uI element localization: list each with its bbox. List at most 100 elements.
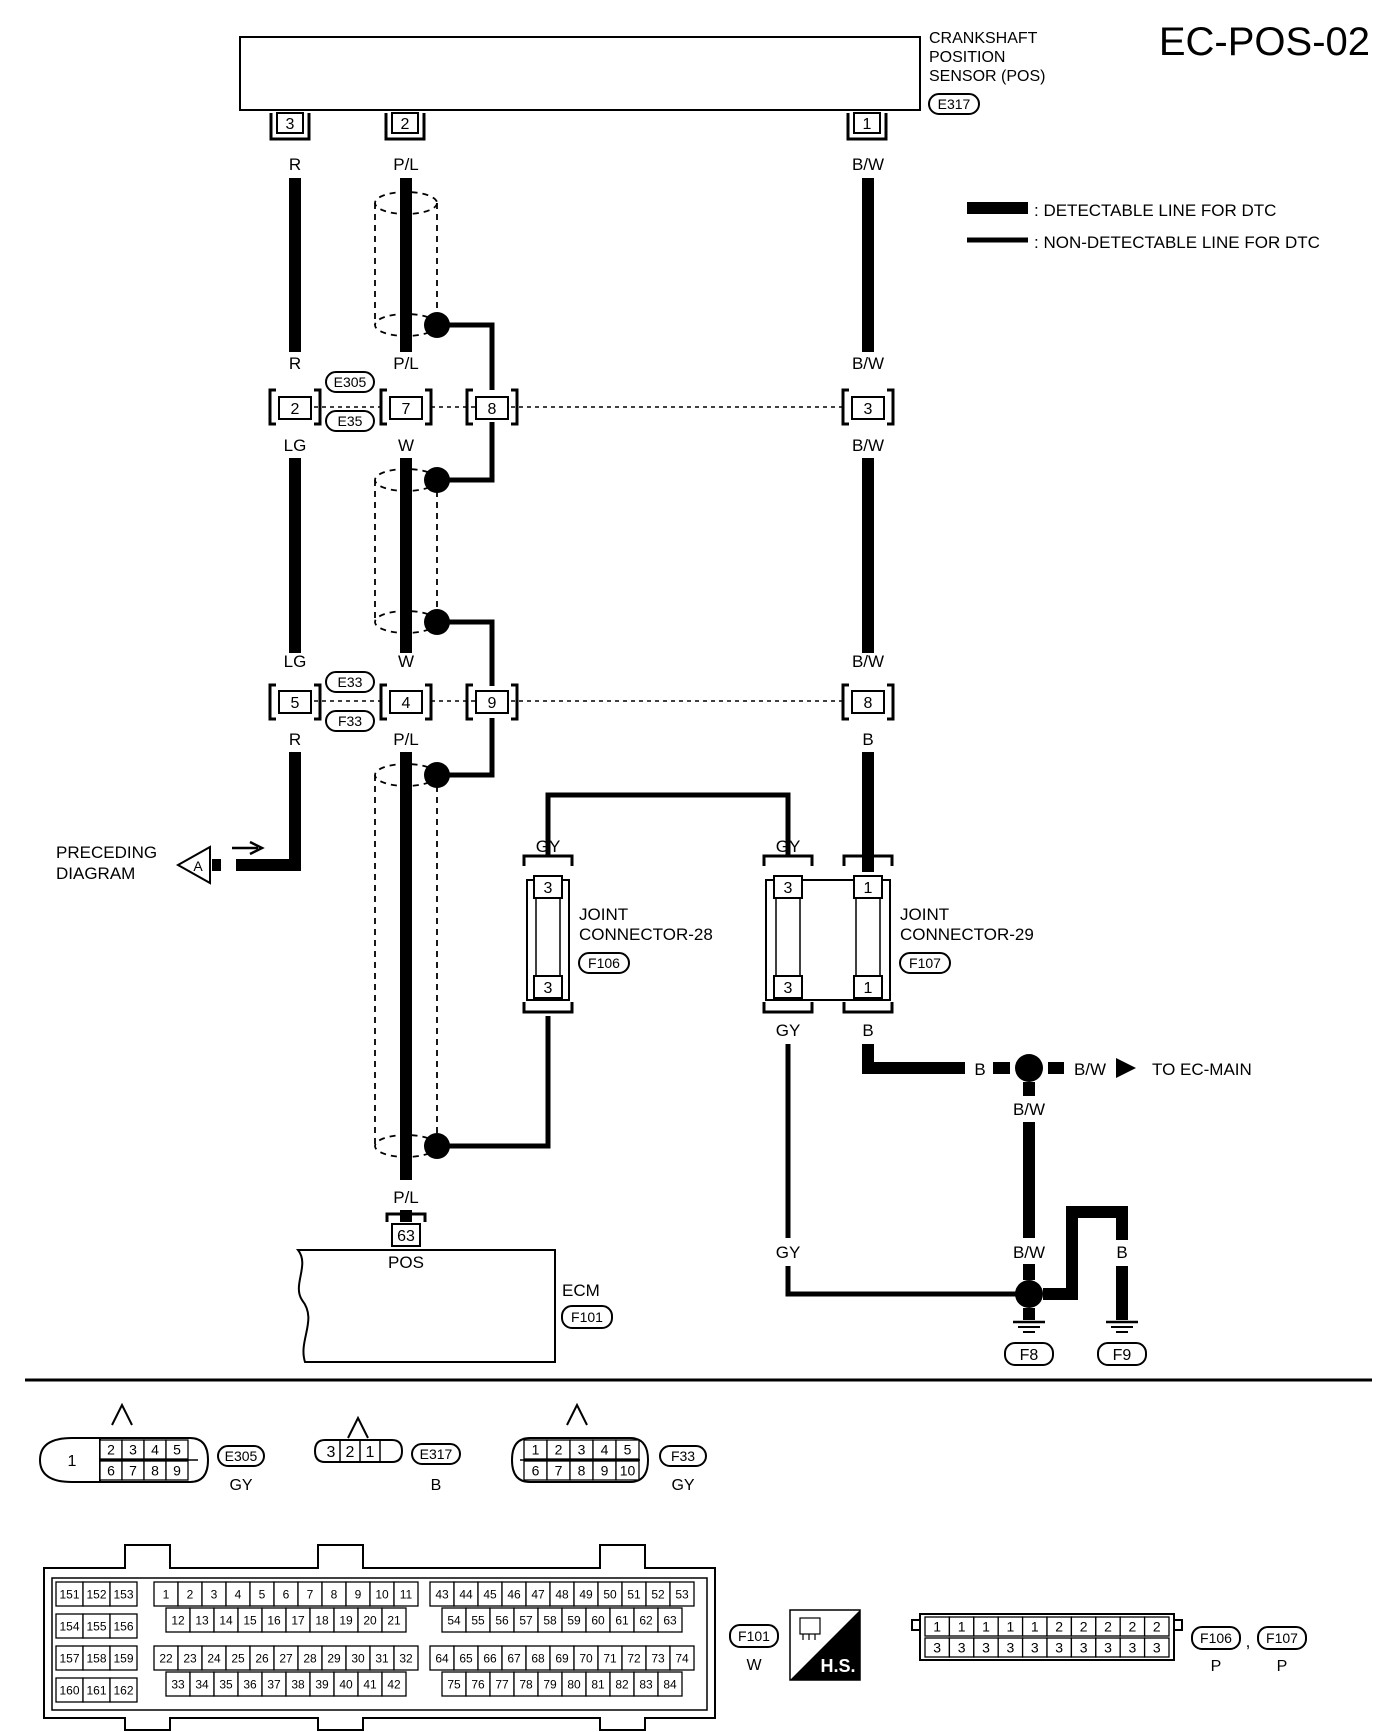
f101-pin-label-cell xyxy=(561,1607,587,1633)
svg-text:LG: LG xyxy=(284,652,307,671)
f101-pin-label-cell xyxy=(309,1607,335,1633)
arrow-icon xyxy=(232,840,265,856)
svg-text:GY: GY xyxy=(536,837,561,856)
f106-pin-label: 2 xyxy=(1104,1619,1112,1635)
f101-pin-label: 154 xyxy=(59,1619,79,1633)
f101-pin-label-cell xyxy=(645,1645,671,1671)
f101-pin-label: 152 xyxy=(86,1587,106,1601)
svg-text:,: , xyxy=(1246,1632,1251,1651)
f101-pin-label: 40 xyxy=(339,1677,353,1691)
f101-pin-label-cell xyxy=(657,1671,683,1697)
ground-circuit: B B B/W TO EC-MAIN B/W B/W B B F8 xyxy=(862,1021,1252,1366)
f101-pin-label: 76 xyxy=(471,1677,485,1691)
f101-pin-label: 69 xyxy=(555,1651,569,1665)
f101-pin-label-cell xyxy=(429,1645,455,1671)
f101-pin-label-cell xyxy=(82,1677,111,1703)
j1-pin-3: 3 xyxy=(841,388,895,426)
f101-pin-label-cell xyxy=(82,1581,111,1607)
f101-pin-label: 54 xyxy=(447,1613,461,1627)
j1-pin-2: 2 xyxy=(268,388,322,426)
f106-pin-label: 2 xyxy=(1153,1619,1161,1635)
sensor-body xyxy=(239,36,921,111)
f101-pin-label: 51 xyxy=(627,1587,641,1601)
preceding-diagram-ref: PRECEDING DIAGRAM A R xyxy=(56,840,265,885)
svg-text:3: 3 xyxy=(544,880,553,897)
f101-pin-label: 22 xyxy=(159,1651,173,1665)
f101-pin-label: 161 xyxy=(86,1683,106,1697)
svg-text:GY: GY xyxy=(229,1477,252,1494)
f101-pin-label-cell xyxy=(82,1645,111,1671)
f101-pin-label: 73 xyxy=(651,1651,665,1665)
f33-pin-label: 5 xyxy=(624,1442,632,1458)
svg-text:ECM: ECM xyxy=(562,1281,600,1300)
f101-pin-label: 74 xyxy=(675,1651,689,1665)
f101-pin-label: 75 xyxy=(447,1677,461,1691)
f101-pin-label: 24 xyxy=(207,1651,221,1665)
svg-text:GY: GY xyxy=(776,1021,801,1040)
f101-pin-label: 17 xyxy=(291,1613,305,1627)
e305-pin-label-cell xyxy=(165,1460,189,1481)
f101-pin-label-cell xyxy=(585,1607,611,1633)
svg-text:4: 4 xyxy=(402,695,411,712)
svg-text:E317: E317 xyxy=(420,1446,453,1462)
svg-text:B: B xyxy=(974,1060,985,1079)
legend-detectable: : DETECTABLE LINE FOR DTC xyxy=(1034,201,1276,220)
sensor-connector-oval xyxy=(928,93,980,115)
f33-pin-label: 3 xyxy=(578,1442,586,1458)
f101-pin-label: 48 xyxy=(555,1587,569,1601)
svg-text:B: B xyxy=(862,1021,873,1040)
f101-pin-label-cell xyxy=(597,1581,623,1607)
f101-pin-label: 12 xyxy=(171,1613,185,1627)
f101-pin-label: 47 xyxy=(531,1587,545,1601)
f106-pin-label: 3 xyxy=(1007,1640,1015,1656)
svg-text:63: 63 xyxy=(397,1228,415,1245)
svg-text:3: 3 xyxy=(864,401,873,418)
f101-pin-label: 14 xyxy=(219,1613,233,1627)
j1-pin-7: 7 xyxy=(379,388,433,426)
f101-pin-label: 2 xyxy=(187,1587,194,1601)
f101-pin-label: 9 xyxy=(355,1587,362,1601)
f101-pin-label: 11 xyxy=(400,1587,413,1601)
e305-pin-label: 7 xyxy=(129,1463,137,1479)
svg-text:GY: GY xyxy=(671,1477,694,1494)
junction-e33-f33: 5 4 9 8 E33 F33 xyxy=(268,671,895,732)
f101-pin-label: 43 xyxy=(435,1587,449,1601)
f101-pin-label: 56 xyxy=(495,1613,509,1627)
sensor-name-line2: POSITION xyxy=(929,49,1005,66)
f101-pin-label: 35 xyxy=(219,1677,233,1691)
f101-pin-label: 20 xyxy=(363,1613,377,1627)
j1-pin-8: 8 xyxy=(465,388,519,426)
f101-pin-label-cell xyxy=(429,1581,455,1607)
connector-f33-label xyxy=(325,710,375,732)
f101-pin-label: 10 xyxy=(375,1587,389,1601)
f101-pin-label: 18 xyxy=(315,1613,329,1627)
connector-e33-label xyxy=(325,671,375,693)
f101-pin-label-cell xyxy=(285,1607,311,1633)
f101-pin-label: 158 xyxy=(86,1651,106,1665)
f101-pin-label-cell xyxy=(177,1581,203,1607)
f101-pin-label: 1 xyxy=(163,1587,170,1601)
svg-text:B/W: B/W xyxy=(1074,1060,1106,1079)
f101-pin-label: 8 xyxy=(331,1587,338,1601)
f101-pin-label: 162 xyxy=(113,1683,133,1697)
f101-pin-label-cell xyxy=(381,1671,407,1697)
svg-text:PRECEDING: PRECEDING xyxy=(56,843,157,862)
svg-text:3: 3 xyxy=(784,880,793,897)
f101-pin-label: 65 xyxy=(459,1651,473,1665)
svg-text:F8: F8 xyxy=(1020,1347,1039,1364)
f101-pin-label-cell xyxy=(441,1671,467,1697)
svg-text:E35: E35 xyxy=(338,413,363,429)
svg-text:F106: F106 xyxy=(1200,1630,1232,1646)
svg-text:W: W xyxy=(398,436,414,455)
f101-pin-label: 63 xyxy=(663,1613,677,1627)
sensor-pin-3: 3 xyxy=(269,112,311,141)
f101-pin-label: 57 xyxy=(519,1613,533,1627)
connector-e305-label xyxy=(325,371,375,393)
f101-pin-label: 6 xyxy=(283,1587,290,1601)
f101-pin-label: 30 xyxy=(351,1651,365,1665)
to-ec-main-label: TO EC-MAIN xyxy=(1152,1060,1252,1079)
f101-pin-label-cell xyxy=(441,1607,467,1633)
